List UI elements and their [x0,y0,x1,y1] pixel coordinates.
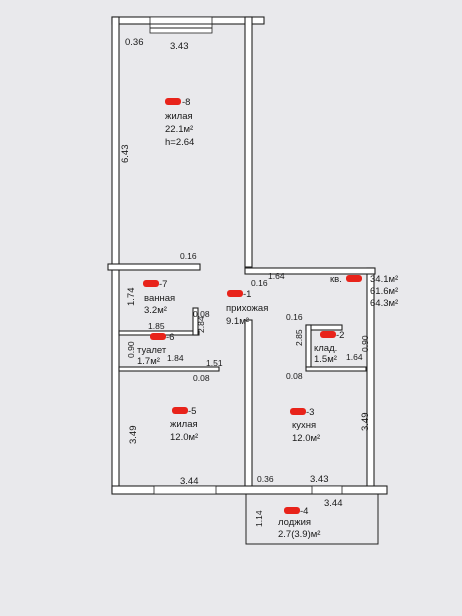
dim-top-width: 3.43 [170,41,189,52]
room-6-area: 1.7м² [137,356,160,367]
redaction-mark [150,333,166,340]
room-3-area: 12.0м² [292,433,320,444]
pantry-left-wall [305,324,312,368]
dim-right-room-height: 3.49 [360,413,371,432]
dim-corridor-step: 0.16 [251,278,268,288]
bath-top-wall [107,263,201,271]
dim-corridor-width: 1.64 [268,271,285,281]
middle-upper-wall [244,16,253,268]
top-window [149,16,213,34]
dim-toilet-width: 1.84 [167,353,184,363]
dim-bath-depth: 2.84 [196,316,206,333]
dim-pantry-width: 1.64 [346,352,363,362]
dim-left-room-height: 3.49 [128,426,139,445]
redaction-mark [143,280,159,287]
dim-living-height: 6.43 [120,145,131,164]
dim-pantry-height: 2.85 [294,329,304,346]
dim-pantry-step: 0.16 [286,312,303,322]
bottom-left-window [153,485,217,495]
dim-toilet-left: 0.90 [126,341,136,358]
room-2-area: 1.5м² [314,354,337,365]
redaction-mark [346,275,362,282]
apartment-living-area: 34.1м² [370,274,398,285]
dim-toilet-gap: 1.51 [206,358,223,368]
room-7-area: 3.2м² [144,305,167,316]
room-1-area: 9.1м² [226,316,249,327]
room-1-name: прихожая [226,303,268,314]
redaction-mark [284,507,300,514]
room-2-name: клад. [314,343,337,354]
redaction-mark [227,290,243,297]
dim-bottom-step: 0.36 [257,474,274,484]
room-4-area: 2.7(3.9)м² [278,529,320,540]
apartment-label: кв. [330,274,342,285]
redaction-mark [290,408,306,415]
dim-bath-width: 1.85 [148,321,165,331]
apartment-total-with-loggia: 64.3м² [370,298,398,309]
room-7-number: -7 [159,279,167,290]
room-1-number: -1 [243,289,251,300]
bottom-wall [111,485,388,495]
dim-bottom-left-width: 3.44 [180,476,199,487]
room-6-number: -6 [166,332,174,343]
dim-loggia-depth: 1.14 [254,510,264,527]
dim-pantry-bottom-left: 0.08 [286,371,303,381]
dim-top-left: 0.36 [125,37,144,48]
dim-pantry-right: 0.90 [360,335,370,352]
dim-bottom-right-width: 3.44 [324,498,343,509]
room-4-number: -4 [300,506,308,517]
room-5-number: -5 [188,406,196,417]
apartment-total-area: 61.6м² [370,286,398,297]
left-wall [111,16,120,493]
room-3-name: кухня [292,420,316,431]
corridor-top-wall [244,267,376,275]
bottom-right-window [311,485,343,495]
room-5-name: жилая [170,419,198,430]
pantry-bottom-wall [305,366,367,372]
dim-bath-height: 1.74 [126,288,137,307]
redaction-mark [320,331,336,338]
bath-side-wall [192,307,199,336]
dim-bath-right: 0.08 [193,309,210,319]
room-4-name: лоджия [278,517,311,528]
redaction-mark [172,407,188,414]
dim-ledge-upper: 0.16 [180,251,197,261]
room-5-area: 12.0м² [170,432,198,443]
room-2-number: -2 [336,330,344,341]
room-8-number: -8 [182,97,190,108]
toilet-bottom-wall [118,366,220,372]
middle-lower-wall [244,319,253,491]
room-8-height: h=2.64 [165,137,194,148]
dim-bottom-right-top: 3.43 [310,474,329,485]
room-3-number: -3 [306,407,314,418]
dim-toilet-bottom: 0.08 [193,373,210,383]
room-8-name: жилая [165,111,193,122]
room-7-name: ванная [144,293,175,304]
redaction-mark [165,98,181,105]
room-8-area: 22.1м² [165,124,193,135]
room-6-name: туалет [137,345,167,356]
